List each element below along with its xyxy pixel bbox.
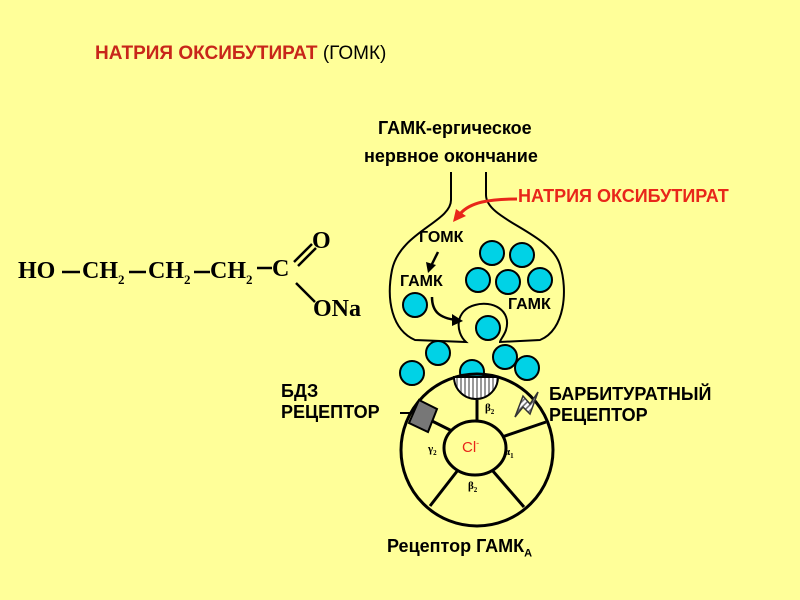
formula-ona: ONa — [313, 296, 361, 322]
gabaa-receptor — [399, 372, 555, 528]
terminal-label-1: ГАМК-ергическое — [378, 118, 532, 138]
synaptic-vesicle — [495, 269, 521, 295]
receptor-caption: Рецептор ГАМКА — [387, 536, 532, 560]
synaptic-vesicle — [492, 344, 518, 370]
sub: 2 — [118, 271, 125, 287]
sub: 2 — [184, 271, 191, 287]
s: γ — [428, 443, 434, 455]
sub: 2 — [246, 271, 253, 287]
caption-sub: А — [524, 547, 533, 560]
subunit-beta-bottom: β2 — [468, 480, 477, 494]
chloride-label: Cl- — [462, 438, 479, 456]
formula-ho: HO — [18, 258, 56, 284]
barb-label-2: РЕЦЕПТОР — [549, 405, 648, 425]
synaptic-vesicle — [425, 340, 451, 366]
synaptic-vesicle — [399, 360, 425, 386]
formula-ch2-1: CH2 — [82, 258, 125, 288]
title-main: НАТРИЯ ОКСИБУТИРАТ — [95, 43, 318, 64]
s: 2 — [473, 486, 478, 495]
bdz-label-2: РЕЦЕПТОР — [281, 402, 380, 422]
release-arrowhead — [452, 314, 463, 326]
drug-arrow — [458, 197, 518, 216]
subunit-gamma: γ2 — [428, 443, 437, 457]
gomk-arrow — [429, 251, 440, 267]
ch: CH — [82, 258, 118, 284]
s: β — [485, 402, 491, 414]
gomk-arrowhead — [426, 262, 436, 273]
cl-sup: - — [476, 438, 480, 448]
bdz-label-1: БДЗ — [281, 381, 319, 401]
synaptic-vesicle — [479, 240, 505, 266]
gamk-label-right: ГАМК — [508, 296, 551, 313]
synaptic-vesicle — [465, 267, 491, 293]
title-paren: (ГОМК) — [322, 43, 387, 64]
caption: Рецептор ГАМК — [387, 536, 525, 556]
synaptic-vesicle — [475, 315, 501, 341]
ch: CH — [148, 258, 184, 284]
ch: CH — [210, 258, 246, 284]
gomk-label: ГОМК — [419, 229, 464, 246]
nerve-terminal-outline — [388, 172, 565, 344]
s: 1 — [510, 452, 514, 461]
bdz-site — [407, 398, 439, 434]
s: 2 — [490, 408, 495, 417]
synaptic-vesicle — [527, 267, 553, 293]
barb-label-1: БАРБИТУРАТНЫЙ — [549, 384, 712, 404]
terminal-label-2: нервное окончание — [364, 146, 538, 166]
formula-o: O — [312, 228, 331, 254]
s: 2 — [433, 449, 437, 458]
title: НАТРИЯ ОКСИБУТИРАТ (ГОМК) — [95, 43, 386, 65]
synaptic-vesicle — [514, 355, 540, 381]
formula-bonds — [62, 243, 317, 303]
barbiturate-site — [514, 391, 539, 418]
formula-c: C — [272, 256, 290, 282]
subunit-alpha: α1 — [504, 446, 514, 460]
gamk-label-left: ГАМК — [400, 273, 443, 290]
gaba-binding-site — [452, 376, 500, 400]
s: β — [468, 480, 474, 492]
cl: Cl — [462, 439, 477, 456]
drug-arrowhead — [453, 209, 466, 222]
synaptic-vesicle — [402, 292, 428, 318]
drug-label: НАТРИЯ ОКСИБУТИРАТ — [518, 186, 729, 206]
formula-ch2-2: CH2 — [148, 258, 191, 288]
s: α — [504, 446, 511, 458]
synaptic-vesicle — [509, 242, 535, 268]
subunit-beta-top: β2 — [485, 402, 494, 416]
formula-ch2-3: CH2 — [210, 258, 253, 288]
